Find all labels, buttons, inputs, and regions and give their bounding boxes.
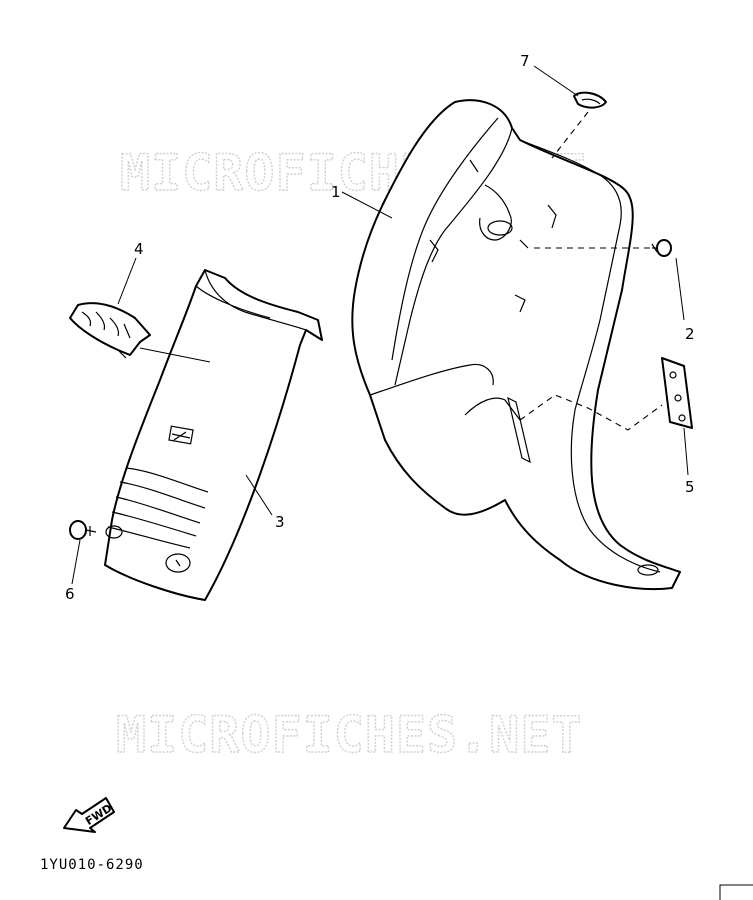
callout-7: 7: [520, 52, 530, 70]
leader-lines: [71, 65, 689, 585]
diagram-code: 1YU010-6290: [40, 857, 144, 873]
page-corner-frame: [719, 884, 753, 900]
callout-4: 4: [134, 240, 144, 258]
part-3-front-cover: [104, 269, 323, 601]
assembly-line-7: [551, 111, 589, 159]
callout-6: 6: [65, 585, 75, 603]
part-1-leg-shield: [351, 99, 681, 591]
part-5-bracket: [661, 357, 693, 429]
assembly-line-5: [519, 394, 663, 431]
callout-1: 1: [331, 183, 341, 201]
part-2-screw: [651, 239, 672, 257]
callout-2: 2: [685, 325, 695, 343]
part-4-emblem: [69, 302, 151, 359]
watermark-bottom: MICROFICHES.NET: [116, 706, 583, 764]
part-6-screw: [69, 520, 97, 540]
part-7-grommet: [573, 91, 607, 109]
fwd-arrow-icon: FWD: [63, 797, 115, 833]
callout-3: 3: [275, 513, 285, 531]
callout-5: 5: [685, 478, 695, 496]
